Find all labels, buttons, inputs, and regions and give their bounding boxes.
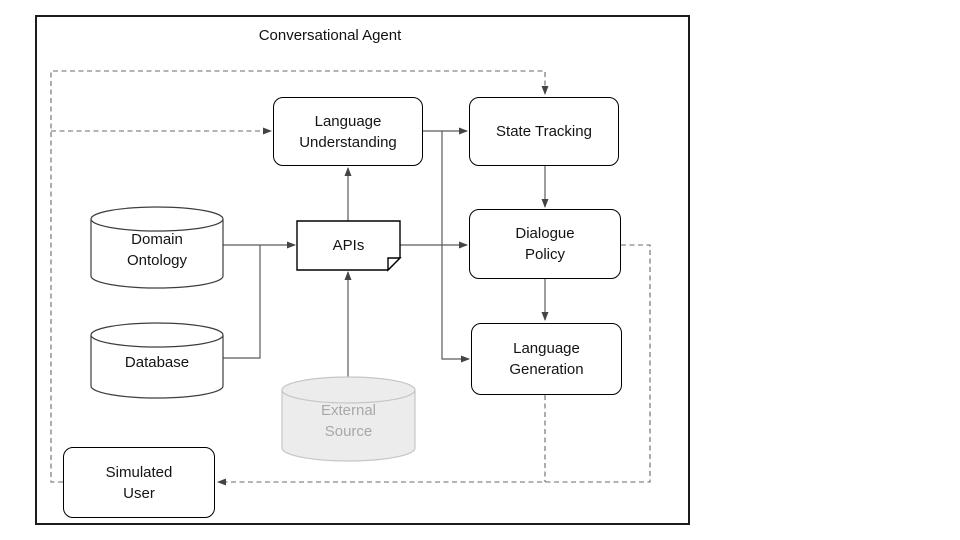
node-label: Language — [314, 112, 382, 130]
node-state-tracking: State Tracking — [469, 97, 619, 166]
node-dialogue-policy: Dialogue Policy — [469, 209, 621, 279]
diagram-title: Conversational Agent — [258, 27, 402, 44]
node-label: Simulated — [105, 463, 173, 481]
node-label: Understanding — [299, 133, 397, 151]
apis-document-shape — [296, 220, 402, 272]
node-language-understanding: Language Understanding — [273, 97, 423, 166]
node-simulated-user: Simulated User — [63, 447, 215, 518]
node-label: User — [123, 484, 155, 502]
external-source-cylinder — [281, 376, 416, 462]
connector-policy-to-user-dashed — [217, 244, 651, 486]
folded-corner-icon — [387, 257, 402, 272]
node-label: Language — [513, 340, 580, 357]
connector-branch-to-generation — [441, 131, 470, 363]
connector-database-join — [223, 245, 261, 359]
node-language-generation: Language Generation — [471, 323, 622, 395]
domain-ontology-cylinder — [90, 206, 224, 289]
database-cylinder — [90, 322, 224, 399]
node-label: Policy — [524, 246, 565, 263]
node-label: State Tracking — [496, 123, 592, 140]
node-label: Dialogue — [515, 225, 575, 242]
conversational-agent-boundary — [35, 15, 690, 525]
node-label: Generation — [509, 361, 584, 378]
